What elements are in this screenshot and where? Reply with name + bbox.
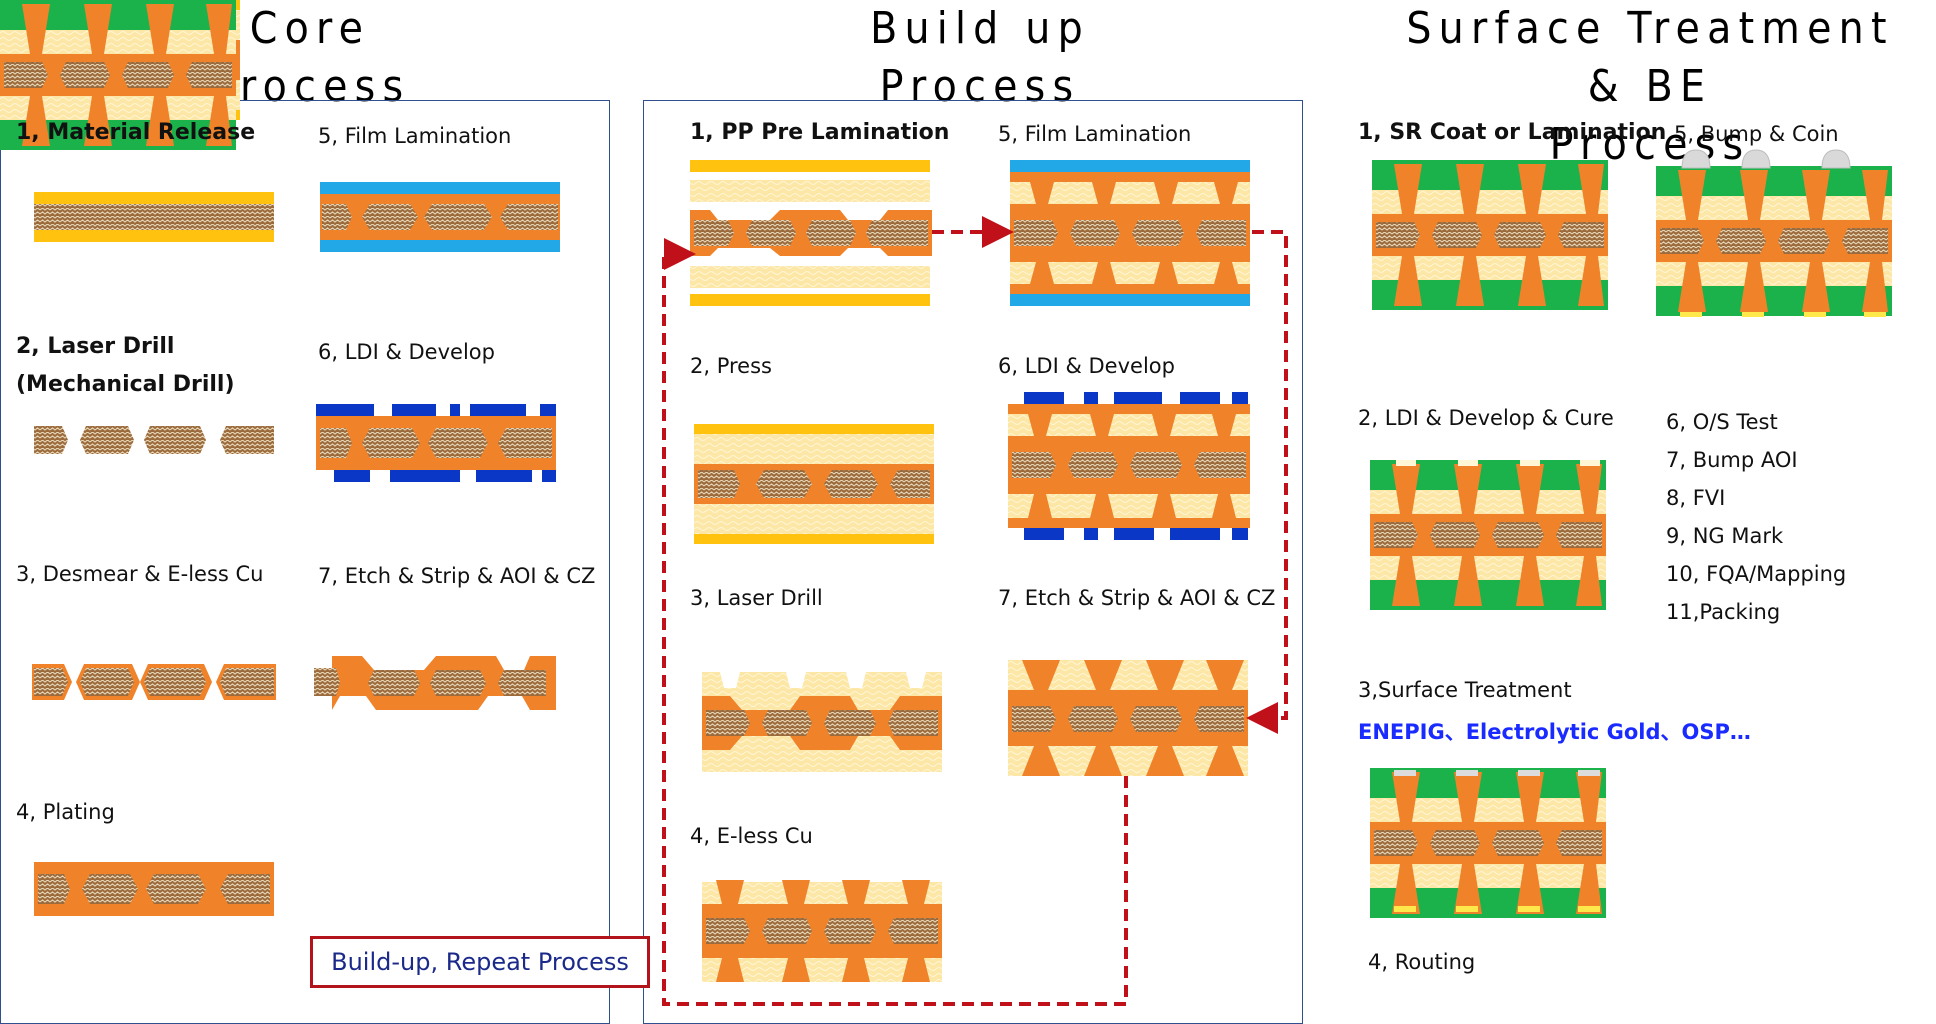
buildup-laser-drill-figure bbox=[702, 672, 942, 772]
surface-bump-coin-figure bbox=[1656, 149, 1892, 317]
core-step-6-label: 6, LDI & Develop bbox=[318, 340, 495, 364]
buildup-step-1-label: 1, PP Pre Lamination bbox=[690, 120, 950, 145]
surface-step-6-label: 6, O/S Test bbox=[1666, 410, 1778, 434]
surface-step-3-detail: ENEPIG、Electrolytic Gold、OSP… bbox=[1358, 720, 1751, 744]
surface-step-3-label: 3,Surface Treatment bbox=[1358, 678, 1572, 702]
surface-ldi-cure-figure bbox=[1370, 460, 1606, 610]
surface-step-11-label: 11,Packing bbox=[1666, 600, 1781, 624]
buildup-etch-figure bbox=[1008, 660, 1248, 776]
buildup-ldi-figure bbox=[1008, 392, 1250, 540]
core-step-2-sub-label: (Mechanical Drill) bbox=[16, 372, 235, 397]
buildup-step-5-label: 5, Film Lamination bbox=[998, 122, 1192, 146]
surface-step-5-label: 5, Bump & Coin bbox=[1674, 122, 1839, 146]
core-step-5-label: 5, Film Lamination bbox=[318, 124, 512, 148]
surface-step-9-label: 9, NG Mark bbox=[1666, 524, 1784, 548]
core-step-1-label: 1, Material Release bbox=[16, 120, 256, 145]
surface-treatment-figure bbox=[1370, 768, 1606, 918]
core-step-2-label: 2, Laser Drill bbox=[16, 334, 175, 359]
buildup-step-4-label: 4, E-less Cu bbox=[690, 824, 813, 848]
core-title-line2: Process bbox=[209, 61, 411, 112]
core-step-4-label: 4, Plating bbox=[16, 800, 115, 824]
surface-title-line1: Surface Treatment & BE bbox=[1406, 3, 1894, 112]
buildup-process-title: Build up Process bbox=[845, 0, 1115, 116]
buildup-eless-cu-figure bbox=[702, 880, 942, 982]
surface-process-title: Surface Treatment & BE Process bbox=[1398, 0, 1902, 174]
surface-step-8-label: 8, FVI bbox=[1666, 486, 1726, 510]
surface-step-2-label: 2, LDI & Develop & Cure bbox=[1358, 406, 1614, 430]
surface-step-1-label: 1, SR Coat or Lamination bbox=[1358, 120, 1667, 145]
core-process-title: Core Process bbox=[175, 0, 445, 116]
buildup-press-figure bbox=[694, 424, 934, 544]
buildup-pp-prelamination-figure bbox=[690, 160, 932, 306]
surface-step-7-label: 7, Bump AOI bbox=[1666, 448, 1798, 472]
core-material-release-figure bbox=[34, 192, 274, 242]
buildup-title-line2: Process bbox=[879, 61, 1081, 112]
repeat-flow-arrows bbox=[662, 216, 1288, 1006]
surface-sr-coat-figure bbox=[1372, 160, 1608, 310]
core-step-7-label: 7, Etch & Strip & AOI & CZ bbox=[318, 564, 596, 588]
core-desmear-figure bbox=[32, 664, 276, 700]
core-plating-figure bbox=[34, 862, 274, 916]
core-laser-drill-figure bbox=[34, 426, 274, 454]
surface-step-4-label: 4, Routing bbox=[1368, 950, 1476, 974]
buildup-title-line1: Build up bbox=[870, 3, 1090, 54]
buildup-step-2-label: 2, Press bbox=[690, 354, 772, 378]
core-ldi-figure bbox=[316, 404, 556, 482]
buildup-film-lamination-figure bbox=[1010, 160, 1250, 306]
buildup-repeat-process-box: Build-up, Repeat Process bbox=[310, 936, 650, 988]
surface-step-10-label: 10, FQA/Mapping bbox=[1666, 562, 1847, 586]
core-step-3-label: 3, Desmear & E-less Cu bbox=[16, 562, 264, 586]
core-etch-figure bbox=[314, 656, 556, 710]
core-title-line1: Core bbox=[249, 3, 371, 54]
core-film-lamination-figure bbox=[320, 182, 560, 252]
buildup-step-6-label: 6, LDI & Develop bbox=[998, 354, 1175, 378]
buildup-step-7-label: 7, Etch & Strip & AOI & CZ bbox=[998, 586, 1276, 610]
buildup-step-3-label: 3, Laser Drill bbox=[690, 586, 823, 610]
